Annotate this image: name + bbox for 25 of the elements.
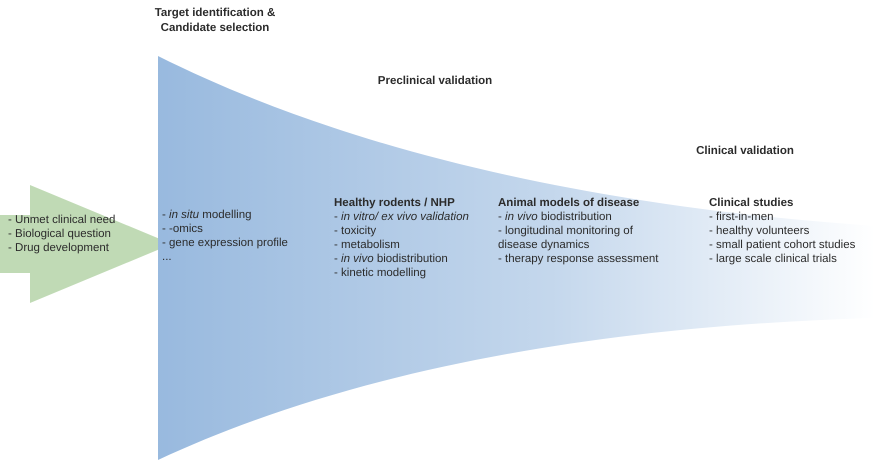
- list-item-text: - Biological question: [8, 227, 112, 241]
- list-item-text: - -omics: [162, 222, 204, 236]
- list-item-text: - longitudinal monitoring of disease dynamics: [498, 224, 634, 252]
- list-item-text: - Unmet clinical need: [8, 213, 116, 227]
- column-heading: Healthy rodents / NHP: [334, 196, 456, 210]
- list-item-text: - gene expression profile: [162, 236, 289, 250]
- list-item-text: - kinetic modelling: [334, 266, 428, 280]
- stage-heading: Target identification & Candidate selection: [154, 6, 276, 36]
- list-item-text: ...: [162, 250, 173, 264]
- list-item-text: - therapy response assessment: [498, 252, 660, 266]
- list-item-text: - in vitro/ ex vivo validation: [334, 210, 470, 224]
- list-item-text: - Drug development: [8, 241, 110, 255]
- stage-heading: Preclinical validation: [376, 74, 494, 89]
- list-item-text: - toxicity: [334, 224, 378, 238]
- list-item-text: - metabolism: [334, 238, 401, 252]
- list-item-text: - first-in-men: [709, 210, 775, 224]
- stage-heading: Clinical validation: [695, 144, 795, 159]
- column-heading: Clinical studies: [709, 196, 794, 210]
- list-item-text: - in situ modelling: [162, 208, 252, 222]
- list-item-text: - in vivo biodistribution: [334, 252, 449, 266]
- list-item-text: - small patient cohort studies: [709, 238, 856, 252]
- list-item-text: - in vivo biodistribution: [498, 210, 613, 224]
- list-item-text: - healthy volunteers: [709, 224, 810, 238]
- list-item-text: - large scale clinical trials: [709, 252, 838, 266]
- column-heading: Animal models of disease: [498, 196, 640, 210]
